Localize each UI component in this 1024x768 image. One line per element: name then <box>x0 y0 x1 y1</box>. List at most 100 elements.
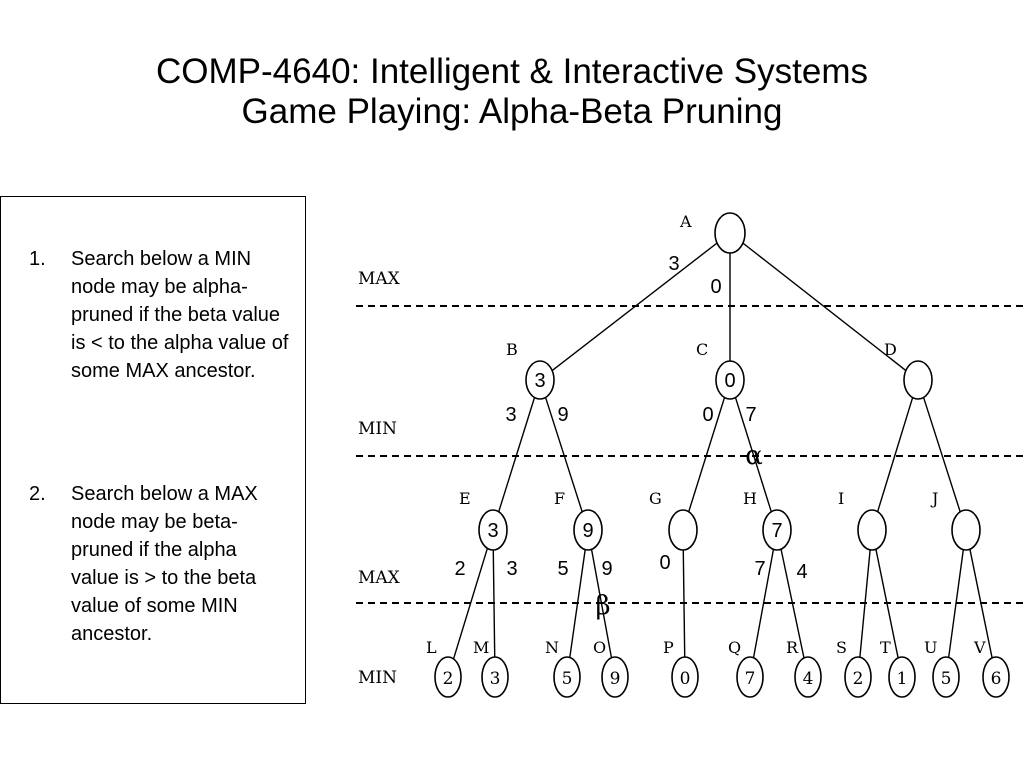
slide-title: COMP-4640: Intelligent & Interactive Sys… <box>0 52 1024 132</box>
edge-C-H <box>734 397 772 512</box>
node-value-L: 2 <box>443 669 454 689</box>
tree-node-Q: Q7 <box>728 638 764 698</box>
rules-textbox: 1. Search below a MIN node may be alpha-… <box>0 196 306 704</box>
bound-value-e-right: 3 <box>506 558 517 580</box>
title-line-1: COMP-4640: Intelligent & Interactive Sys… <box>156 52 868 91</box>
beta-prune-mark: β <box>595 591 610 621</box>
bound-value-g-left: 0 <box>659 552 670 574</box>
node-value-Q: 7 <box>745 669 756 689</box>
node-label-E: E <box>459 489 471 508</box>
bound-value-f-left: 5 <box>557 558 568 580</box>
edge-A-D <box>742 242 907 372</box>
node-value-C: 0 <box>724 370 735 392</box>
tree-node-L: L2 <box>426 638 462 698</box>
node-value-B: 3 <box>534 370 545 392</box>
bound-value-f-right: 9 <box>601 558 612 580</box>
node-value-E: 3 <box>487 520 498 542</box>
tree-node-D: D <box>884 340 933 400</box>
node-label-G: G <box>649 489 662 508</box>
bound-value-e-left: 2 <box>454 558 465 580</box>
level-label-min: MIN <box>358 668 397 688</box>
node-label-H: H <box>743 489 757 508</box>
bound-value-h-left: 7 <box>754 558 765 580</box>
edge-J-V <box>969 549 993 659</box>
edge-D-I <box>876 397 914 512</box>
rule-item-2: 2. Search below a MAX node may be beta-p… <box>29 480 289 648</box>
tree-node-O: O9 <box>593 638 629 698</box>
tree-node-F: F9 <box>554 489 603 551</box>
tree-node-B: B3 <box>506 340 555 400</box>
node-label-V: V <box>973 638 986 657</box>
alpha-prune-mark: α <box>745 441 763 471</box>
bound-value-h-right: 4 <box>796 561 807 583</box>
tree-node-R: R4 <box>786 638 822 698</box>
edge-C-G <box>688 397 726 512</box>
edge-B-E <box>498 397 536 512</box>
node-label-D: D <box>884 340 897 359</box>
edge-H-R <box>780 549 805 659</box>
node-value-T: 1 <box>897 669 908 689</box>
node-value-R: 4 <box>803 669 814 689</box>
tree-node-A: A <box>679 212 746 254</box>
level-label-max: MAX <box>358 269 401 289</box>
node-value-F: 9 <box>582 520 593 542</box>
tree-node-U: U5 <box>924 638 960 698</box>
level-label-max: MAX <box>358 568 401 588</box>
edge-I-S <box>859 549 871 658</box>
level-label-min: MIN <box>358 419 397 439</box>
node-value-N: 5 <box>562 669 573 689</box>
tree-node-N: N5 <box>545 638 581 698</box>
title-line-2: Game Playing: Alpha-Beta Pruning <box>241 92 783 131</box>
bound-value-b-left: 3 <box>505 404 516 426</box>
node-label-N: N <box>545 638 559 657</box>
node-value-P: 0 <box>680 669 691 689</box>
node-label-J: J <box>930 489 938 508</box>
node-label-B: B <box>506 340 518 359</box>
node-value-V: 6 <box>991 669 1002 689</box>
edge-H-Q <box>752 549 775 658</box>
node-label-U: U <box>924 638 937 657</box>
node-label-I: I <box>838 489 844 508</box>
edge-E-M <box>492 549 496 658</box>
node-label-L: L <box>426 638 437 657</box>
node-label-F: F <box>554 489 565 508</box>
edge-B-F <box>544 397 583 513</box>
tree-node-T: T1 <box>880 638 916 698</box>
rule-number-1: 1. <box>29 248 46 270</box>
node-label-M: M <box>473 638 489 657</box>
bound-value-a-left: 3 <box>668 253 679 275</box>
tree-node-C: C0 <box>696 340 745 400</box>
edge-F-N <box>569 549 586 658</box>
node-label-O: O <box>593 638 606 657</box>
tree-node-V: V6 <box>973 638 1010 698</box>
rule-text-1: Search below a MIN node may be alpha-pru… <box>71 248 289 382</box>
node-value-U: 5 <box>941 669 952 689</box>
tree-node-E: E3 <box>459 489 508 551</box>
rule-text-2: Search below a MAX node may be beta-prun… <box>71 483 258 645</box>
bound-value-c-right: 7 <box>745 404 756 426</box>
edge-G-P <box>682 549 686 658</box>
edge-J-U <box>947 549 965 658</box>
node-label-R: R <box>786 638 799 657</box>
tree-node-P: P0 <box>663 638 699 698</box>
node-label-A: A <box>679 212 692 231</box>
node-value-M: 3 <box>490 669 501 689</box>
edge-F-O <box>590 549 613 658</box>
tree-node-M: M3 <box>473 638 509 698</box>
bound-value-a-right: 0 <box>710 276 721 298</box>
edge-D-J <box>922 397 961 513</box>
node-value-H: 7 <box>771 520 782 542</box>
node-value-S: 2 <box>853 669 864 689</box>
tree-node-S: S2 <box>836 638 872 698</box>
bound-value-b-right: 9 <box>557 404 568 426</box>
edge-E-L <box>452 548 489 660</box>
rule-number-2: 2. <box>29 483 46 505</box>
node-label-C: C <box>696 340 708 359</box>
edge-A-B <box>551 242 718 372</box>
node-label-S: S <box>836 638 847 657</box>
node-label-P: P <box>663 638 674 657</box>
node-label-Q: Q <box>728 638 741 657</box>
tree-node-H: H7 <box>743 489 792 551</box>
tree-node-J: J <box>930 489 981 551</box>
